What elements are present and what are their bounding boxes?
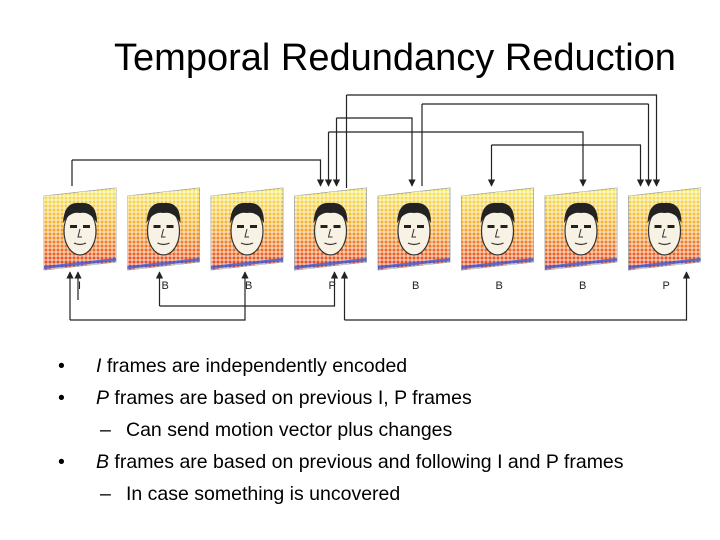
frame-label-8: P (663, 280, 670, 292)
face-left-eye (654, 225, 662, 228)
frame-3-b (210, 187, 284, 271)
face-right-eye (584, 225, 591, 228)
bullet-text: frames are based on previous and followi… (109, 451, 624, 473)
face-left-eye (571, 225, 578, 228)
bullet-dot: • (58, 355, 65, 377)
sub-bullet-text: In case something is uncovered (126, 483, 401, 505)
face-mouth (324, 242, 337, 246)
face-right-eye (166, 225, 174, 228)
frame-1-i (43, 187, 117, 271)
face-nose (77, 228, 82, 238)
face-nose (661, 228, 667, 238)
face-left-eye (237, 225, 244, 228)
face-mouth (658, 242, 671, 246)
frame-label-5: B (412, 280, 419, 292)
face-mouth (73, 242, 87, 246)
frame-label-7: B (579, 280, 586, 292)
face-hair (564, 202, 598, 223)
bullet-lead: I (96, 355, 102, 377)
face-left-eye (320, 225, 328, 228)
slide-title: Temporal Redundancy Reduction (114, 37, 676, 79)
arrow-p4-to-p8 (346, 94, 657, 186)
arrow-p4-to-b7 (328, 131, 587, 187)
arrows-layer (66, 94, 691, 321)
sub-bullet-dash: – (100, 419, 111, 441)
bullet-text: frames are based on previous I, P frames (109, 387, 472, 409)
bullet-i-frames: • I frames are independently encoded (58, 350, 708, 382)
face-mouth (491, 242, 504, 246)
face-mouth (407, 242, 421, 246)
face-nose (411, 228, 416, 238)
sub-bullet-motion-vector: –Can send motion vector plus changes (58, 414, 708, 446)
face-hair (146, 202, 181, 223)
face-nose (160, 228, 166, 238)
frame-blue-strip (127, 258, 200, 269)
arrow-p4-to-p8-bottom (344, 271, 691, 321)
face-nose (244, 228, 249, 238)
face-right-eye (667, 225, 675, 228)
sub-bullet-text: Can send motion vector plus changes (126, 419, 453, 441)
face-nose (494, 228, 500, 238)
face-right-eye (250, 225, 257, 228)
sub-bullet-dash: – (100, 483, 111, 505)
frame-label-3: B (245, 280, 252, 292)
bullet-text: frames are independently encoded (101, 355, 408, 377)
face-right-eye (417, 225, 424, 228)
face-left-eye (404, 225, 411, 228)
face-right-eye (500, 225, 508, 228)
frame-blue-strip (461, 258, 534, 269)
frame-7-b (544, 187, 618, 271)
face-left-eye (70, 225, 77, 228)
arrow-p4-to-b5 (336, 117, 416, 187)
frame-4-p (294, 187, 367, 271)
arrow-p8-to-b6 (491, 144, 645, 187)
arrow-b2-to-p4 (159, 271, 339, 307)
face-right-eye (83, 225, 90, 228)
frame-blue-strip (628, 258, 701, 269)
face-mouth (574, 242, 588, 246)
frame-2-b (127, 187, 200, 271)
arrow-i1-to-b3 (70, 271, 249, 321)
bullet-p-frames: • P frames are based on previous I, P fra… (58, 382, 708, 414)
frames-layer (43, 187, 701, 271)
face-left-eye (487, 225, 495, 228)
frame-8-p (628, 187, 701, 271)
face-hair (647, 202, 682, 223)
frame-blue-strip (378, 258, 450, 269)
frame-5-b (377, 187, 451, 271)
frame-blue-strip (211, 258, 283, 269)
bullet-lead: P (96, 387, 110, 409)
face-mouth (240, 242, 254, 246)
face-hair (230, 202, 264, 223)
face-nose (578, 228, 583, 238)
face-hair (63, 202, 97, 223)
frame-label-1: I (78, 280, 81, 292)
face-right-eye (333, 225, 341, 228)
frame-6-b (461, 187, 534, 271)
bullet-lead: B (96, 451, 110, 473)
face-mouth (157, 242, 170, 246)
face-nose (327, 228, 333, 238)
bullet-list: • I frames are independently encoded • P f… (58, 350, 708, 510)
frame-label-2: B (162, 280, 169, 292)
face-left-eye (153, 225, 161, 228)
frame-blue-strip (294, 258, 367, 269)
frame-label-4: P (329, 280, 336, 292)
sub-bullet-uncovered: –In case something is uncovered (58, 478, 708, 510)
arrow-i1-to-p4 (72, 159, 325, 187)
frame-label-6: B (496, 280, 503, 292)
face-hair (313, 202, 348, 223)
face-hair (397, 202, 431, 223)
face-hair (480, 202, 515, 223)
bullet-b-frames: • B frames are based on previous and foll… (58, 446, 708, 478)
bullet-dot: • (58, 387, 65, 409)
frame-blue-strip (545, 258, 617, 269)
frame-blue-strip (44, 258, 116, 269)
bullet-dot: • (58, 451, 65, 473)
